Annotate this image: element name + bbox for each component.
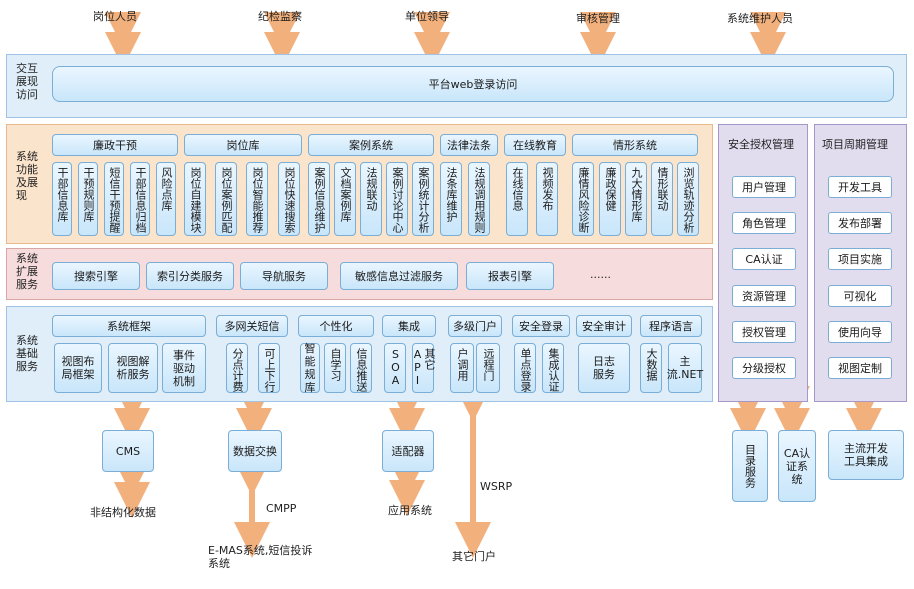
extension-layer-label: 系统 扩展 服务	[16, 252, 38, 291]
item-integrated-auth[interactable]: 集成认证	[542, 343, 564, 393]
item-log-service[interactable]: 日志服务	[578, 343, 630, 393]
interaction-layer-label: 交互 展现 访问	[16, 62, 38, 101]
role-mgmt[interactable]: 角色管理	[732, 212, 796, 234]
item-post-case[interactable]: 岗位案例匹配	[215, 162, 237, 236]
item-cadre-archive[interactable]: 干部信息归档	[130, 162, 150, 236]
cmpp-label: CMPP	[266, 502, 297, 515]
item-case-stats[interactable]: 案例统计分析	[412, 162, 434, 236]
web-login-bar[interactable]: 平台web登录访问	[52, 66, 894, 102]
event-driven[interactable]: 事件驱动机制	[162, 343, 206, 393]
view-parse[interactable]: 视图解析服务	[108, 343, 158, 393]
item-rule-lib[interactable]: 干预规则库	[78, 162, 98, 236]
group-situation[interactable]: 情形系统	[572, 134, 698, 156]
actor-maintainer: 系统维护人员	[727, 12, 793, 25]
report-engine-box[interactable]: 报表引擎	[466, 262, 554, 290]
item-risk-lib[interactable]: 风险点库	[156, 162, 176, 236]
view-custom[interactable]: 视图定制	[828, 357, 892, 379]
group-clean-gov[interactable]: 廉政干预	[52, 134, 178, 156]
ca-auth[interactable]: CA认证	[732, 248, 796, 270]
base-language[interactable]: 程序语言	[640, 315, 702, 337]
actor-leader: 单位领导	[405, 10, 449, 23]
function-layer-label: 系统 功能 及展 现	[16, 150, 38, 202]
dev-tools[interactable]: 开发工具	[828, 176, 892, 198]
index-classify-box[interactable]: 索引分类服务	[146, 262, 234, 290]
emas-label: E-MAS系统,短信投诉 系统	[208, 544, 313, 570]
base-portal[interactable]: 多级门户	[448, 315, 502, 337]
item-doc-case[interactable]: 文档案例库	[334, 162, 356, 236]
item-track-analysis[interactable]: 浏览轨迹分析	[677, 162, 699, 236]
item-sso[interactable]: 单点登录	[514, 343, 536, 393]
item-post-build[interactable]: 岗位自建模块	[184, 162, 206, 236]
unstructured-data-label: 非结构化数据	[90, 506, 156, 519]
base-audit[interactable]: 安全审计	[576, 315, 632, 337]
user-mgmt[interactable]: 用户管理	[732, 176, 796, 198]
item-case-discuss[interactable]: 案例讨论中心	[386, 162, 408, 236]
group-law[interactable]: 法律法条	[440, 134, 498, 156]
implement[interactable]: 项目实施	[828, 248, 892, 270]
item-user-call[interactable]: 户调用	[450, 343, 474, 393]
item-soa[interactable]: SOA	[384, 343, 406, 393]
item-online-info[interactable]: 在线信息	[506, 162, 528, 236]
adapter-box[interactable]: 适配器	[382, 430, 434, 472]
item-big-data[interactable]: 大数据	[640, 343, 662, 393]
other-portal-label: 其它门户	[452, 550, 496, 563]
group-education[interactable]: 在线教育	[504, 134, 566, 156]
actor-audit: 审核管理	[576, 12, 620, 25]
item-law-rules[interactable]: 法规调用规则	[468, 162, 490, 236]
view-layout[interactable]: 视图布局框架	[54, 343, 102, 393]
wsrp-label: WSRP	[480, 480, 513, 493]
base-layer-label: 系统 基础 服务	[16, 334, 38, 373]
grant-mgmt[interactable]: 授权管理	[732, 321, 796, 343]
base-integration[interactable]: 集成	[382, 315, 436, 337]
dir-service-box[interactable]: 目录服务	[732, 430, 768, 502]
extension-ellipsis: ......	[590, 268, 611, 281]
item-dotnet[interactable]: 主流.NET	[667, 343, 703, 393]
security-title: 安全授权管理	[728, 138, 794, 151]
item-split-billing[interactable]: 分点计费	[226, 343, 248, 393]
item-post-search[interactable]: 岗位快速搜索	[278, 162, 300, 236]
item-post-recommend[interactable]: 岗位智能推荐	[246, 162, 268, 236]
item-info-push[interactable]: 信息推送	[350, 343, 372, 393]
actor-discipline: 纪检监察	[258, 10, 302, 23]
item-smart-lib[interactable]: 智能规库	[300, 342, 320, 394]
deploy[interactable]: 发布部署	[828, 212, 892, 234]
group-post-lib[interactable]: 岗位库	[184, 134, 302, 156]
item-nine-situation[interactable]: 九大情形库	[625, 162, 647, 236]
visualize[interactable]: 可视化	[828, 285, 892, 307]
item-risk-diagnose[interactable]: 廉情风险诊断	[572, 162, 594, 236]
ca-system-box[interactable]: CA认证系统	[778, 430, 816, 502]
app-system-label: 应用系统	[388, 504, 432, 517]
base-framework[interactable]: 系统框架	[52, 315, 206, 337]
base-secure-login[interactable]: 安全登录	[512, 315, 570, 337]
nav-service-box[interactable]: 导航服务	[240, 262, 328, 290]
actor-post-staff: 岗位人员	[93, 10, 137, 23]
item-law-link[interactable]: 法规联动	[360, 162, 382, 236]
dev-tools-integration-box[interactable]: 主流开发 工具集成	[828, 430, 904, 480]
item-self-learn[interactable]: 自学习	[324, 343, 346, 393]
sensitive-filter-box[interactable]: 敏感信息过滤服务	[340, 262, 458, 290]
search-engine-box[interactable]: 搜索引擎	[52, 262, 140, 290]
item-sms-remind[interactable]: 短信干预提醒	[104, 162, 124, 236]
item-law-maintain[interactable]: 法条库维护	[440, 162, 462, 236]
base-sms-gateway[interactable]: 多网关短信	[216, 315, 288, 337]
lifecycle-title: 项目周期管理	[822, 138, 888, 151]
item-remote-portal[interactable]: 远程门	[476, 343, 500, 393]
cms-box[interactable]: CMS	[102, 430, 154, 472]
resource-mgmt[interactable]: 资源管理	[732, 285, 796, 307]
item-clean-health[interactable]: 廉政保健	[599, 162, 621, 236]
group-case-sys[interactable]: 案例系统	[308, 134, 434, 156]
item-situation-link[interactable]: 情形联动	[651, 162, 673, 236]
data-exchange-box[interactable]: 数据交换	[228, 430, 282, 472]
usage-guide[interactable]: 使用向导	[828, 321, 892, 343]
item-other-api[interactable]: 其它API	[411, 343, 436, 393]
item-cadre-info[interactable]: 干部信息库	[52, 162, 72, 236]
level-grant[interactable]: 分级授权	[732, 357, 796, 379]
item-up-down[interactable]: 可上下行	[258, 343, 280, 393]
base-personal[interactable]: 个性化	[298, 315, 374, 337]
item-video-publish[interactable]: 视频发布	[536, 162, 558, 236]
item-case-info[interactable]: 案例信息维护	[308, 162, 330, 236]
